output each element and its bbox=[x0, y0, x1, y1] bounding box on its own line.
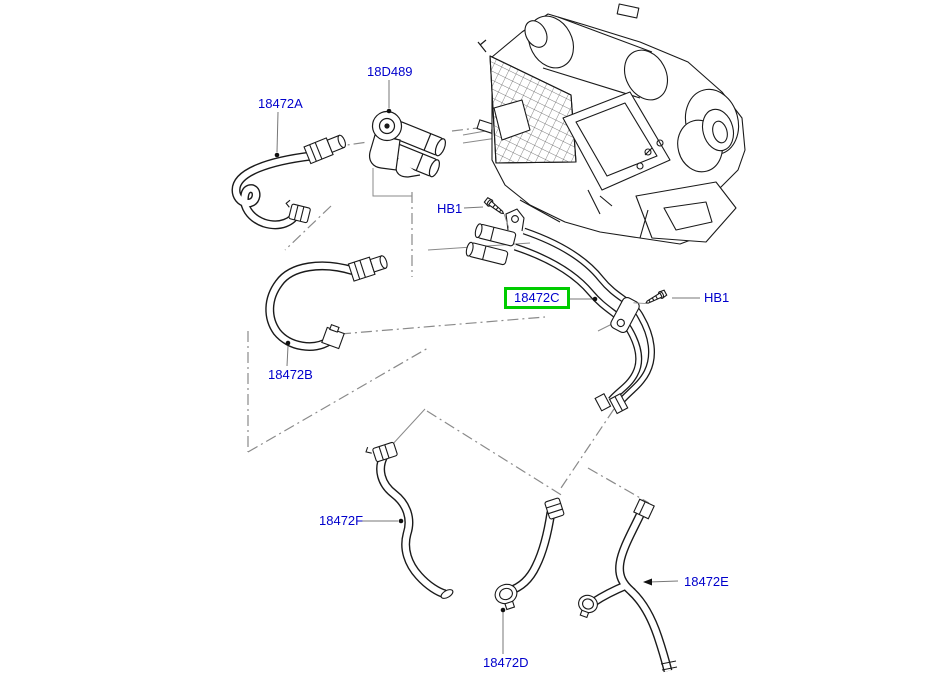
bolt-hb1-left[interactable] bbox=[481, 196, 516, 228]
label-18d489[interactable]: 18D489 bbox=[367, 64, 413, 79]
label-18472e[interactable]: 18472E bbox=[684, 574, 729, 589]
pipe-18472c-drawing[interactable] bbox=[465, 208, 656, 415]
valve-18d489-drawing[interactable] bbox=[368, 110, 448, 179]
hose-18472e-drawing[interactable] bbox=[575, 498, 678, 673]
label-hb1-left[interactable]: HB1 bbox=[437, 201, 463, 216]
label-18472d[interactable]: 18472D bbox=[483, 655, 529, 670]
heater-unit-assembly bbox=[477, 3, 746, 245]
label-18472f[interactable]: 18472F bbox=[319, 513, 364, 528]
hose-18472d-drawing[interactable] bbox=[493, 497, 565, 612]
leader-markers bbox=[274, 108, 652, 613]
label-18472c-selected[interactable]: 18472C bbox=[504, 287, 570, 309]
bolt-hb1-right[interactable] bbox=[633, 287, 668, 311]
hose-18472a-drawing[interactable] bbox=[231, 132, 348, 230]
label-18472a[interactable]: 18472A bbox=[258, 96, 303, 111]
label-hb1-right[interactable]: HB1 bbox=[704, 290, 730, 305]
leader-lines bbox=[276, 80, 700, 654]
hose-18472f-drawing[interactable] bbox=[365, 439, 455, 600]
hose-18472b-drawing[interactable] bbox=[265, 253, 389, 351]
label-18472b[interactable]: 18472B bbox=[268, 367, 313, 382]
